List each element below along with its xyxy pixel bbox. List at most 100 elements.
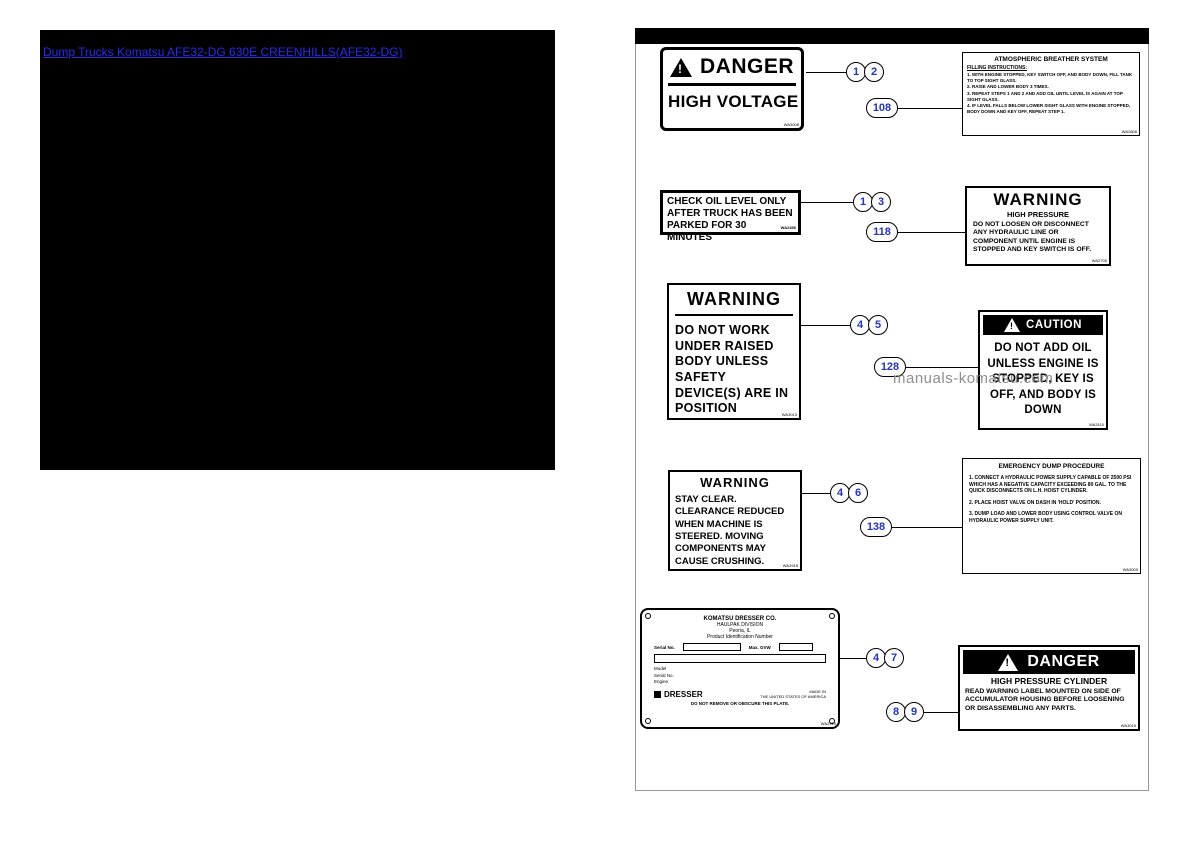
breather-step: 1. WITH ENGINE STOPPED, KEY SWITCH OFF, … [967, 72, 1133, 83]
leader-line [898, 232, 965, 233]
dresser-brand: DRESSER [654, 690, 703, 699]
breather-subtitle: FILLING INSTRUCTIONS: [967, 65, 1027, 71]
callout-item-1[interactable]: 1 [846, 62, 866, 82]
label-product-id-plate: KOMATSU DRESSER CO. HAULPAK DIVISION Peo… [640, 608, 840, 729]
label-part-code: WA2918 [782, 563, 798, 568]
leader-line [801, 325, 850, 326]
leader-line [906, 367, 978, 368]
serial-no-field [682, 643, 741, 651]
breather-step: 4. IF LEVEL FALLS BELOW LOWER SIGHT GLAS… [967, 103, 1131, 114]
label-danger-high-voltage: ! DANGER HIGH VOLTAGE WA3008 [660, 47, 804, 131]
callout-item-128[interactable]: 128 [874, 357, 906, 377]
leader-line [840, 658, 866, 659]
label-emergency-dump-procedure: EMERGENCY DUMP PROCEDURE 1. CONNECT A HY… [962, 458, 1141, 574]
breather-step: 2. RAISE AND LOWER BODY 3 TIMES. [967, 84, 1049, 90]
warning-triangle-icon: ! [998, 653, 1019, 671]
high-pressure-subtitle: HIGH PRESSURE [1006, 210, 1070, 219]
dresser-brand-text: DRESSER [664, 690, 703, 700]
caution-body: DO NOT ADD OIL UNLESS ENGINE IS STOPPED,… [987, 342, 1099, 417]
document-title-link[interactable]: Dump Trucks Komatsu AFE32-DG 630E CREENH… [43, 45, 403, 59]
leader-line [924, 712, 958, 713]
high-pressure-body: DO NOT LOOSEN OR DISCONNECT ANY HYDRAULI… [973, 221, 1092, 254]
callout-item-4[interactable]: 4 [830, 483, 850, 503]
callout-item-5[interactable]: 5 [868, 315, 888, 335]
exclamation-icon: ! [677, 61, 682, 76]
exclamation-icon: ! [1005, 656, 1010, 669]
serial-no-label: Serial No. [654, 644, 675, 650]
mounting-hole-icon [645, 613, 651, 619]
raised-body-text: DO NOT WORK UNDER RAISED BODY UNLESS SAF… [675, 323, 789, 416]
warning-title: WARNING [675, 289, 793, 316]
callout-item-8[interactable]: 8 [886, 702, 906, 722]
exclamation-icon: ! [1010, 321, 1014, 331]
label-part-code: WA3008 [783, 122, 799, 127]
plate-info-line: Serial No. [654, 672, 674, 678]
mounting-hole-icon [829, 613, 835, 619]
plate-info-line: Model [654, 666, 667, 671]
callout-item-1[interactable]: 1 [853, 192, 873, 212]
leader-line [898, 108, 962, 109]
plate-info-block: Model Serial No. Engine [654, 666, 826, 686]
caution-header: ! CAUTION [983, 315, 1103, 335]
label-part-code: WA3013 [781, 412, 797, 417]
label-part-code: WA2705 [1091, 258, 1107, 263]
plate-notice: DO NOT REMOVE OR OBSCURE THIS PLATE. [690, 701, 790, 707]
warning-triangle-icon: ! [669, 57, 692, 77]
figure-panel-header-bar [635, 28, 1149, 44]
callout-item-7[interactable]: 7 [884, 648, 904, 668]
plate-fields-row: Serial No. Max. GVW [654, 643, 826, 651]
max-gvw-field [778, 643, 813, 651]
leader-line [802, 493, 830, 494]
mounting-hole-icon [829, 718, 835, 724]
dresser-logo-icon [654, 691, 661, 699]
label-part-code: WA2915 [820, 721, 836, 726]
callout-item-2[interactable]: 2 [864, 62, 884, 82]
label-part-code: WA3015 [1120, 723, 1136, 728]
label-check-oil-level: CHECK OIL LEVEL ONLY AFTER TRUCK HAS BEE… [660, 190, 801, 243]
warning-triangle-icon: ! [1004, 318, 1021, 332]
plate-info-line: Engine [654, 679, 669, 685]
cylinder-body: READ WARNING LABEL MOUNTED ON SIDE OF AC… [965, 688, 1125, 712]
breather-step: 3. REPEAT STEPS 1 AND 2 AND ADD OIL UNTI… [967, 90, 1123, 102]
callout-item-118[interactable]: 118 [866, 222, 898, 242]
callout-item-4[interactable]: 4 [866, 648, 886, 668]
label-danger-cylinder: ! DANGER HIGH PRESSURE CYLINDER READ WAR… [958, 645, 1140, 731]
danger-word: DANGER [1027, 653, 1100, 670]
plate-pin-title: Product Identification Number [707, 634, 773, 640]
caution-word: CAUTION [1026, 319, 1082, 331]
label-atmospheric-breather: ATMOSPHERIC BREATHER SYSTEM FILLING INST… [962, 52, 1140, 136]
emergency-dump-step: 3. DUMP LOAD AND LOWER BODY USING CONTRO… [969, 511, 1122, 524]
callout-item-4[interactable]: 4 [850, 315, 870, 335]
label-warning-raised-body: WARNING DO NOT WORK UNDER RAISED BODY UN… [667, 283, 801, 420]
watermark: manuals-komatsu.com [893, 370, 1054, 387]
warning-title: WARNING [993, 190, 1083, 209]
leader-line [892, 527, 962, 528]
emergency-dump-step: 1. CONNECT A HYDRAULIC POWER SUPPLY CAPA… [969, 475, 1132, 494]
made-in-line1: MADE IN [809, 688, 826, 694]
danger-word: DANGER [699, 55, 794, 78]
callout-item-9[interactable]: 9 [904, 702, 924, 722]
leader-line [806, 72, 846, 73]
label-caution-add-oil: ! CAUTION DO NOT ADD OIL UNLESS ENGINE I… [978, 310, 1108, 430]
high-voltage-text: HIGH VOLTAGE [668, 92, 799, 111]
breather-title: ATMOSPHERIC BREATHER SYSTEM [994, 56, 1108, 63]
callout-item-138[interactable]: 138 [860, 517, 892, 537]
plate-division: HAULPAK DIVISION [716, 622, 764, 628]
warning-title: WARNING [700, 475, 770, 490]
callout-item-108[interactable]: 108 [866, 98, 898, 118]
max-gvw-label: Max. GVW [748, 644, 771, 650]
plate-bottom-row: DRESSER MADE IN THE UNITED STATES OF AME… [654, 688, 826, 699]
emergency-dump-step: 2. PLACE HOIST VALVE ON DASH IN 'HOLD' P… [969, 499, 1101, 506]
mounting-hole-icon [645, 718, 651, 724]
left-content-panel: Dump Trucks Komatsu AFE32-DG 630E CREENH… [40, 30, 555, 470]
emergency-dump-title: EMERGENCY DUMP PROCEDURE [998, 463, 1105, 470]
label-part-code: WA2456 [780, 225, 796, 231]
leader-line [801, 202, 853, 203]
stay-clear-body: STAY CLEAR. CLEARANCE REDUCED WHEN MACHI… [675, 494, 785, 567]
callout-item-6[interactable]: 6 [848, 483, 868, 503]
label-part-code: WA3009 [1122, 567, 1138, 572]
label-warning-stay-clear: WARNING STAY CLEAR. CLEARANCE REDUCED WH… [668, 470, 802, 571]
callout-item-3[interactable]: 3 [871, 192, 891, 212]
cylinder-subtitle: HIGH PRESSURE CYLINDER [990, 676, 1108, 686]
made-in-line2: THE UNITED STATES OF AMERICA [760, 693, 826, 699]
